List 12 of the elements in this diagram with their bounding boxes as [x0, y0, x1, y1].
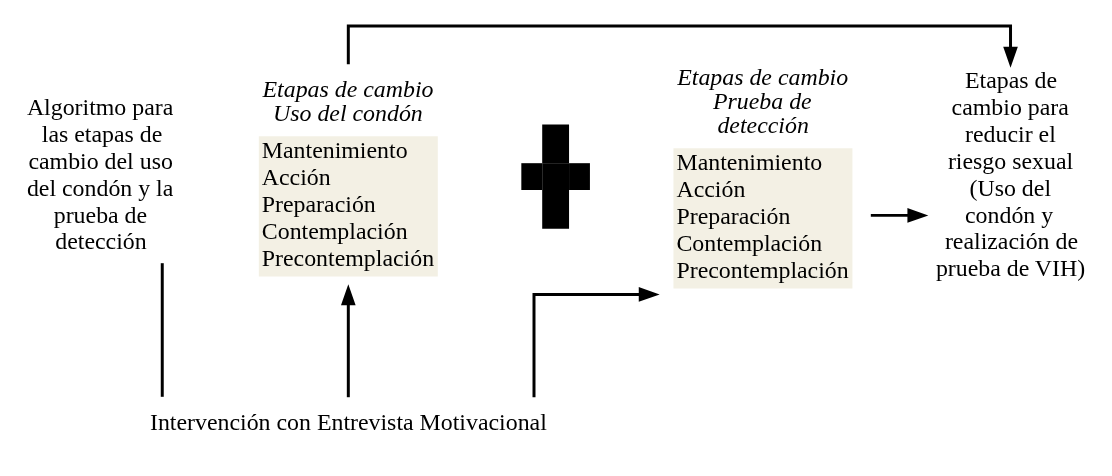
node-box: Mantenimiento Acción Preparación Contemplación Precontemplación — [673, 147, 853, 288]
node-text: Intervención con Entrevista Motivacional — [149, 408, 547, 435]
node-label: Etapas de cambio Uso del condón — [262, 75, 434, 126]
arrow — [532, 286, 660, 397]
node-box: Mantenimiento Acción Preparación Contemplación Precontemplación — [258, 135, 438, 277]
arrow — [870, 207, 929, 223]
arrow — [346, 24, 1018, 68]
connector — [160, 262, 164, 397]
node-text: Algoritmo para las etapas de cambio del uso del condón y la prueba de detección — [26, 93, 174, 254]
node-label: Etapas de cambio Prueba de detección — [677, 63, 849, 138]
arrow — [341, 283, 356, 397]
node-text: Etapas de cambio para reducir el riesgo sexual (Uso del condón y realización de prueba de VIH) — [935, 66, 1086, 281]
